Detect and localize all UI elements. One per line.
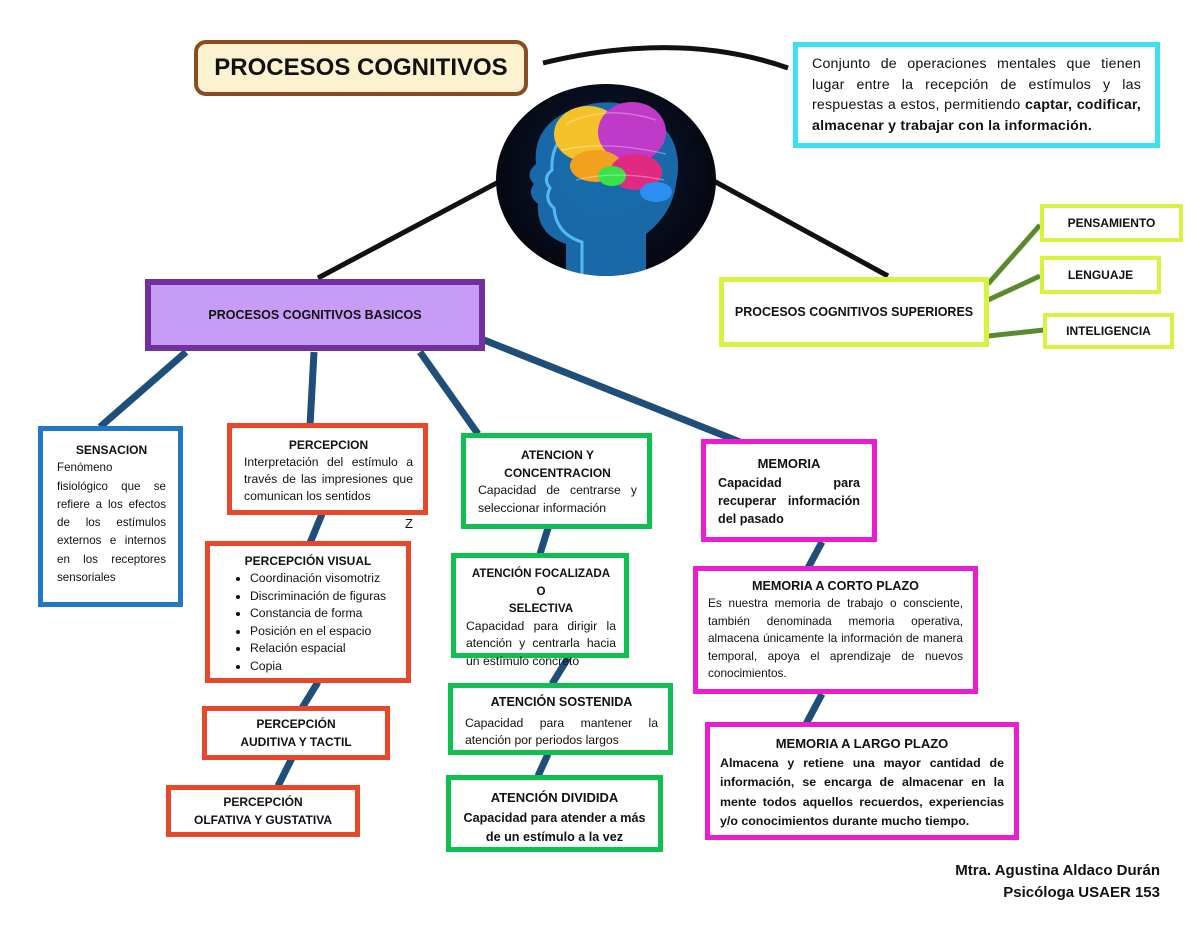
connector-basicos-sensacion [97, 349, 189, 430]
connector-memoria-corto [804, 540, 826, 570]
memoria-corto-title: MEMORIA A CORTO PLAZO [752, 579, 919, 593]
sensacion-box: SENSACION Fenómeno fisiológico que se re… [38, 426, 183, 607]
connector-basicos-memoria [482, 336, 742, 446]
author-name: Mtra. Agustina Aldaco Durán [955, 862, 1160, 879]
atencion-title-line2: CONCENTRACION [504, 465, 611, 480]
atencion-title-line1: ATENCION Y [521, 448, 594, 462]
percepcion-title: PERCEPCION [288, 438, 369, 452]
percepcion-box: PERCEPCION Interpretación del estímulo a… [227, 423, 428, 515]
memoria-corto-box: MEMORIA A CORTO PLAZO Es nuestra memoria… [693, 566, 978, 694]
atencion-dividida-box: ATENCIÓN DIVIDIDA Capacidad para atender… [446, 775, 663, 852]
connector-focalizada-sostenida [549, 656, 571, 686]
atencion-dividida-text: Capacidad para atender a más de un estím… [463, 811, 646, 844]
connector-atencion-focalizada [536, 526, 552, 556]
percepcion-visual-box: PERCEPCIÓN VISUAL Coordinación visomotri… [205, 541, 411, 683]
atencion-sostenida-box: ATENCIÓN SOSTENIDA Capacidad para manten… [448, 683, 673, 755]
percepcion-olfativa-line1: PERCEPCIÓN [223, 795, 303, 809]
pensamiento-box: PENSAMIENTO [1040, 204, 1183, 242]
connector-superiores-lenguaje [986, 273, 1042, 303]
lenguaje-label: LENGUAJE [1067, 268, 1134, 282]
superiores-label: PROCESOS COGNITIVOS SUPERIORES [734, 305, 974, 319]
stray-mark: Z [405, 516, 413, 531]
pensamiento-label: PENSAMIENTO [1067, 216, 1156, 230]
connector-brain-superiores [688, 165, 890, 279]
sensacion-text: Fenómeno fisiológico que se refiere a lo… [57, 461, 166, 585]
connector-corto-largo [802, 692, 826, 726]
percepcion-visual-title: PERCEPCIÓN VISUAL [244, 554, 372, 568]
connector-percepcion-visual [306, 512, 326, 545]
atencion-focalizada-title-line1: ATENCIÓN FOCALIZADA O [471, 567, 611, 598]
atencion-box: ATENCION Y CONCENTRACION Capacidad de ce… [461, 433, 652, 529]
definition-bold-text: captar, codificar, almacenar y trabajar … [812, 97, 1141, 134]
percepcion-text: Interpretación del estímulo a través de … [244, 455, 413, 503]
memoria-text: Capacidad para recuperar información del… [718, 476, 860, 526]
atencion-focalizada-box: ATENCIÓN FOCALIZADA O SELECTIVA Capacida… [451, 553, 629, 668]
percepcion-visual-list: Coordinación visomotriz Discriminación d… [216, 570, 400, 675]
definition-box: Conjunto de operaciones mentales que tie… [793, 42, 1160, 148]
connector-basicos-atencion [417, 349, 481, 437]
sensacion-title: SENSACION [75, 443, 148, 457]
memoria-corto-text: Es nuestra memoria de trabajo o conscien… [708, 596, 963, 681]
atencion-focalizada-text: Capacidad para dirigir la atención y cen… [466, 618, 616, 668]
atencion-dividida-title: ATENCIÓN DIVIDIDA [490, 790, 619, 805]
atencion-text: Capacidad de centrarse y seleccionar inf… [478, 483, 637, 515]
percepcion-olfativa-box: PERCEPCIÓN OLFATIVA Y GUSTATIVA [166, 785, 360, 837]
list-item: Constancia de forma [250, 605, 400, 623]
inteligencia-label: INTELIGENCIA [1066, 324, 1151, 338]
memoria-largo-text: Almacena y retiene una mayor cantidad de… [720, 755, 1004, 829]
definition-text: Conjunto de operaciones mentales que tie… [812, 56, 1141, 113]
memoria-largo-box: MEMORIA A LARGO PLAZO Almacena y retiene… [705, 722, 1019, 840]
list-item: Copia [250, 658, 400, 676]
memoria-title: MEMORIA [757, 456, 821, 471]
connector-superiores-inteligencia [987, 327, 1045, 339]
list-item: Discriminación de figuras [250, 588, 400, 606]
title-to-definition-arc [542, 45, 789, 71]
memoria-box: MEMORIA Capacidad para recuperar informa… [701, 439, 877, 542]
memoria-largo-title: MEMORIA A LARGO PLAZO [775, 736, 949, 751]
atencion-sostenida-title: ATENCIÓN SOSTENIDA [490, 695, 633, 709]
atencion-sostenida-text: Capacidad para mantener la atención por … [465, 715, 658, 748]
percepcion-auditiva-line2: AUDITIVA Y TACTIL [240, 735, 352, 749]
author-block: Mtra. Agustina Aldaco Durán Psicóloga US… [860, 860, 1160, 904]
brain-head-svg [529, 102, 678, 276]
title-box: PROCESOS COGNITIVOS [194, 40, 528, 96]
connector-superiores-pensamiento [986, 223, 1042, 286]
basicos-box: PROCESOS COGNITIVOS BASICOS [145, 279, 485, 351]
percepcion-auditiva-line1: PERCEPCIÓN [256, 717, 336, 731]
percepcion-auditiva-box: PERCEPCIÓN AUDITIVA Y TACTIL [202, 706, 390, 760]
author-role: Psicóloga USAER 153 [1003, 884, 1160, 901]
atencion-focalizada-title-line2: SELECTIVA [508, 602, 574, 615]
list-item: Posición en el espacio [250, 623, 400, 641]
brain-head-illustration [496, 84, 716, 276]
list-item: Coordinación visomotriz [250, 570, 400, 588]
connector-visual-auditiva [299, 680, 321, 710]
basicos-label: PROCESOS COGNITIVOS BASICOS [208, 308, 422, 322]
connector-basicos-percepcion [306, 351, 318, 427]
inteligencia-box: INTELIGENCIA [1043, 313, 1174, 349]
percepcion-olfativa-line2: OLFATIVA Y GUSTATIVA [193, 813, 332, 827]
page-title: PROCESOS COGNITIVOS [214, 54, 508, 81]
list-item: Relación espacial [250, 640, 400, 658]
connector-auditiva-olfativa [274, 756, 296, 788]
connector-sostenida-dividida [534, 752, 552, 778]
lenguaje-box: LENGUAJE [1040, 256, 1161, 294]
superiores-box: PROCESOS COGNITIVOS SUPERIORES [719, 277, 989, 347]
